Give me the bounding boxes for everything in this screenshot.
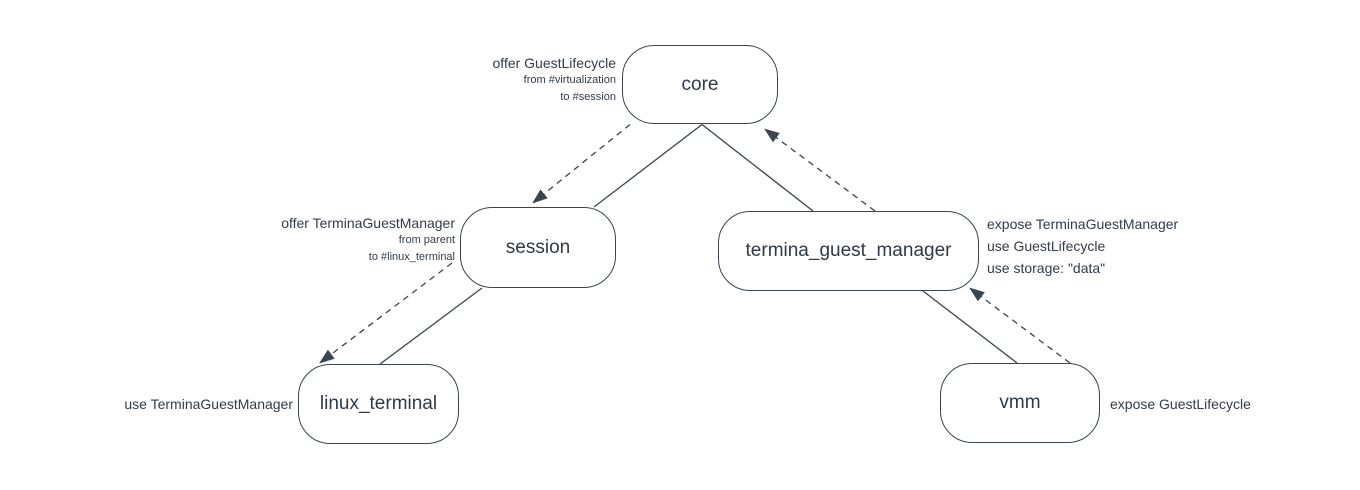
label-line: from #virtualization xyxy=(523,74,616,86)
label-line: offer TerminaGuestManager xyxy=(281,215,455,231)
route-arrow-vmm-to-termina-guest-manager xyxy=(971,289,1071,364)
route-arrow-termina-guest-manager-to-core xyxy=(766,130,876,212)
label-line: use TerminaGuestManager xyxy=(124,396,293,412)
label-termina-guest-manager-capabilities: expose TerminaGuestManager use GuestLife… xyxy=(987,213,1178,279)
label-core-offer-guestlifecycle: offer GuestLifecycle from #virtualizatio… xyxy=(493,54,616,106)
node-session-label: session xyxy=(505,236,571,258)
label-session-offer-terminaguestmanager: offer TerminaGuestManager from parent to… xyxy=(281,214,455,266)
label-line: offer GuestLifecycle xyxy=(492,55,616,71)
node-core: core xyxy=(622,45,778,124)
label-line: to #linux_terminal xyxy=(368,251,455,263)
node-linux-terminal: linux_terminal xyxy=(298,364,459,444)
label-line: expose TerminaGuestManager xyxy=(987,216,1179,232)
node-session: session xyxy=(460,207,616,288)
node-vmm: vmm xyxy=(940,363,1100,443)
node-core-label: core xyxy=(681,73,719,95)
node-termina-guest-manager-label: termina_guest_manager xyxy=(745,240,952,261)
edge-termina-guest-manager-vmm xyxy=(922,290,1018,364)
label-vmm-expose: expose GuestLifecycle xyxy=(1110,395,1251,413)
label-line: expose GuestLifecycle xyxy=(1110,396,1251,412)
edge-session-linux-terminal xyxy=(379,287,483,365)
node-linux-terminal-label: linux_terminal xyxy=(319,393,438,414)
label-line: to #session xyxy=(560,91,616,103)
route-arrow-session-to-linux-terminal xyxy=(321,262,453,362)
node-vmm-label: vmm xyxy=(999,392,1041,413)
label-line: from parent xyxy=(398,234,455,246)
node-termina-guest-manager: termina_guest_manager xyxy=(718,211,979,291)
edge-core-session xyxy=(593,123,703,208)
label-linux-terminal-use: use TerminaGuestManager xyxy=(124,395,293,413)
route-arrow-core-to-session xyxy=(534,123,631,203)
label-line: use GuestLifecycle xyxy=(987,238,1106,254)
edge-core-termina-guest-manager xyxy=(701,123,814,212)
label-line: use storage: "data" xyxy=(987,260,1106,276)
